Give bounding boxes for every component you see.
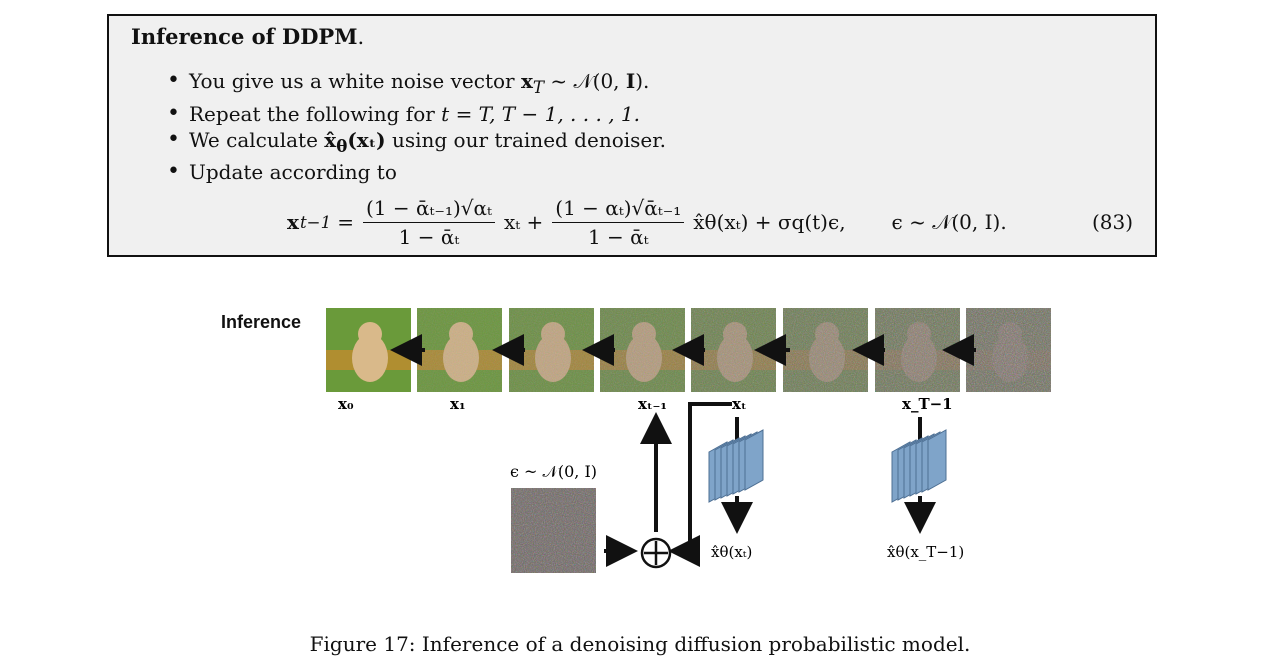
denoiser-layer (927, 429, 947, 491)
equation-number: (83) (1091, 210, 1133, 234)
bullet-item: Repeat the following for t = T, T − 1, .… (167, 101, 666, 127)
bullet-item: Update according to (167, 159, 666, 185)
inference-figure: Inference x₀ x₁ xₜ₋₁ xₜ x_T−1 (0, 270, 1280, 600)
fraction-1: (1 − ᾱₜ₋₁)√αₜ 1 − ᾱₜ (362, 196, 495, 249)
sum-node (640, 537, 672, 569)
diffusion-frame (509, 308, 594, 392)
denoiser-layer (744, 429, 764, 491)
diffusion-frame (600, 308, 685, 392)
label-x0: x₀ (338, 395, 354, 413)
diffusion-frame (875, 308, 960, 392)
noise-label: ϵ ~ 𝒩(0, I) (510, 462, 597, 481)
label-x1: x₁ (450, 395, 466, 413)
fraction-2: (1 − αₜ)√ᾱₜ₋₁ 1 − ᾱₜ (552, 196, 685, 249)
figure-caption: Figure 17: Inference of a denoising diff… (309, 632, 971, 656)
denoiser-block-1 (708, 429, 764, 503)
label-xt: xₜ (732, 395, 747, 413)
bullet-item: You give us a white noise vector xT ~ 𝒩(… (167, 68, 666, 101)
diffusion-frame (417, 308, 502, 392)
bullet-list: You give us a white noise vector xT ~ 𝒩(… (167, 68, 666, 185)
label-xt-1: xₜ₋₁ (638, 395, 667, 413)
inference-label: Inference (221, 312, 302, 332)
label-xT-1: x_T−1 (902, 395, 953, 413)
diffusion-frame (783, 308, 868, 392)
diffusion-frame (966, 308, 1051, 392)
denoiser-output-1: x̂θ(xₜ) (711, 543, 752, 561)
bullet-item: We calculate x̂θ(xₜ) using our trained d… (167, 127, 666, 159)
box-title: Inference of DDPM. (131, 24, 365, 49)
diffusion-frame (691, 308, 776, 392)
algorithm-box: Inference of DDPM. You give us a white n… (107, 14, 1157, 257)
denoiser-block-2 (891, 429, 947, 503)
connector-xt-to-sum (668, 402, 732, 567)
denoiser-output-2: x̂θ(x_T−1) (887, 543, 964, 561)
diagram-svg: x₀ x₁ xₜ₋₁ xₜ x_T−1 ϵ ~ 𝒩(0, I) x̂θ(xₜ) … (326, 308, 1051, 573)
